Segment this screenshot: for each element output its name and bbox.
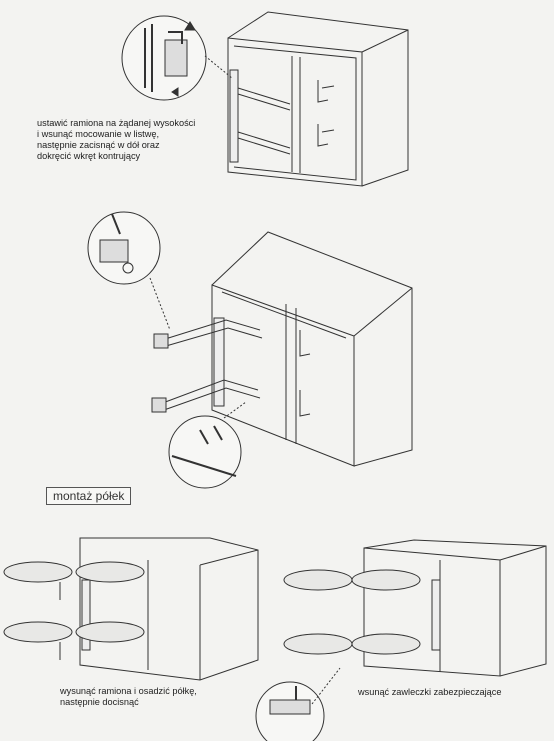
step-1-caption: ustawić ramiona na żądanej wysokości i w… [37, 118, 196, 161]
figure-1-detail-circle [121, 15, 233, 101]
figure-2-detail-circle-top [87, 211, 171, 331]
figure-4-cabinet [363, 539, 547, 677]
step-3-caption: wysunąć ramiona i osadzić półkę, następn… [60, 686, 197, 707]
figure-2-cabinet [151, 231, 413, 467]
section-label-shelf-mounting: montaż półek [46, 487, 132, 505]
step-4-caption: wsunąć zawleczki zabezpieczające [358, 687, 502, 697]
figure-4-shelves [283, 569, 421, 655]
figure-1-cabinet [227, 11, 409, 187]
figure-4-detail-circle [255, 667, 341, 741]
figure-3-cabinet [79, 537, 259, 681]
figure-2-detail-circle-bottom [168, 401, 247, 489]
figure-3-shelves [3, 561, 145, 660]
